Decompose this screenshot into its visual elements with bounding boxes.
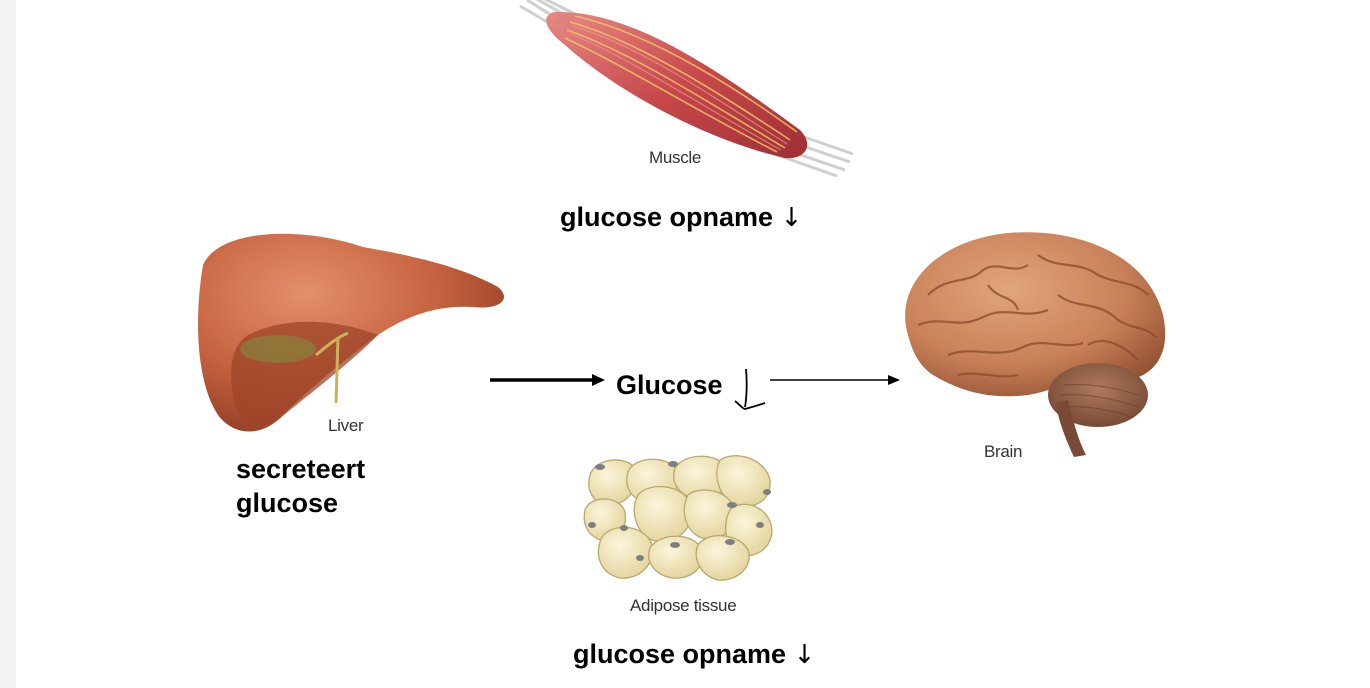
liver-label: Liver — [328, 416, 364, 435]
left-margin-strip — [0, 0, 16, 688]
muscle-uptake-text: glucose opname — [560, 202, 774, 232]
adipose-uptake-text: glucose opname — [573, 639, 787, 669]
adipose-glucose-uptake: glucose opname ↓ — [573, 637, 815, 672]
muscle-glucose-uptake: glucose opname ↓ — [560, 200, 802, 235]
brain-label: Brain — [984, 442, 1023, 461]
down-arrow-icon: ↓ — [780, 203, 803, 233]
handwritten-down-arrow-icon — [734, 368, 766, 410]
adipose-label: Adipose tissue — [630, 596, 737, 615]
adipose-tissue-illustration — [583, 455, 773, 581]
center-glucose: Glucose — [616, 368, 723, 402]
brain-illustration — [905, 232, 1166, 457]
liver-illustration — [198, 233, 504, 432]
glucose-to-brain-arrow — [770, 375, 900, 385]
liver-secretes-line2: glucose — [236, 488, 339, 518]
muscle-label: Muscle — [649, 148, 702, 167]
muscle-illustration — [519, 0, 854, 178]
liver-secretes-line1: secreteert — [236, 454, 366, 484]
liver-secretes-glucose: secreteert glucose — [236, 452, 365, 520]
down-arrow-icon: ↓ — [793, 640, 816, 670]
liver-to-glucose-arrow — [490, 374, 605, 386]
center-glucose-text: Glucose — [616, 370, 723, 400]
